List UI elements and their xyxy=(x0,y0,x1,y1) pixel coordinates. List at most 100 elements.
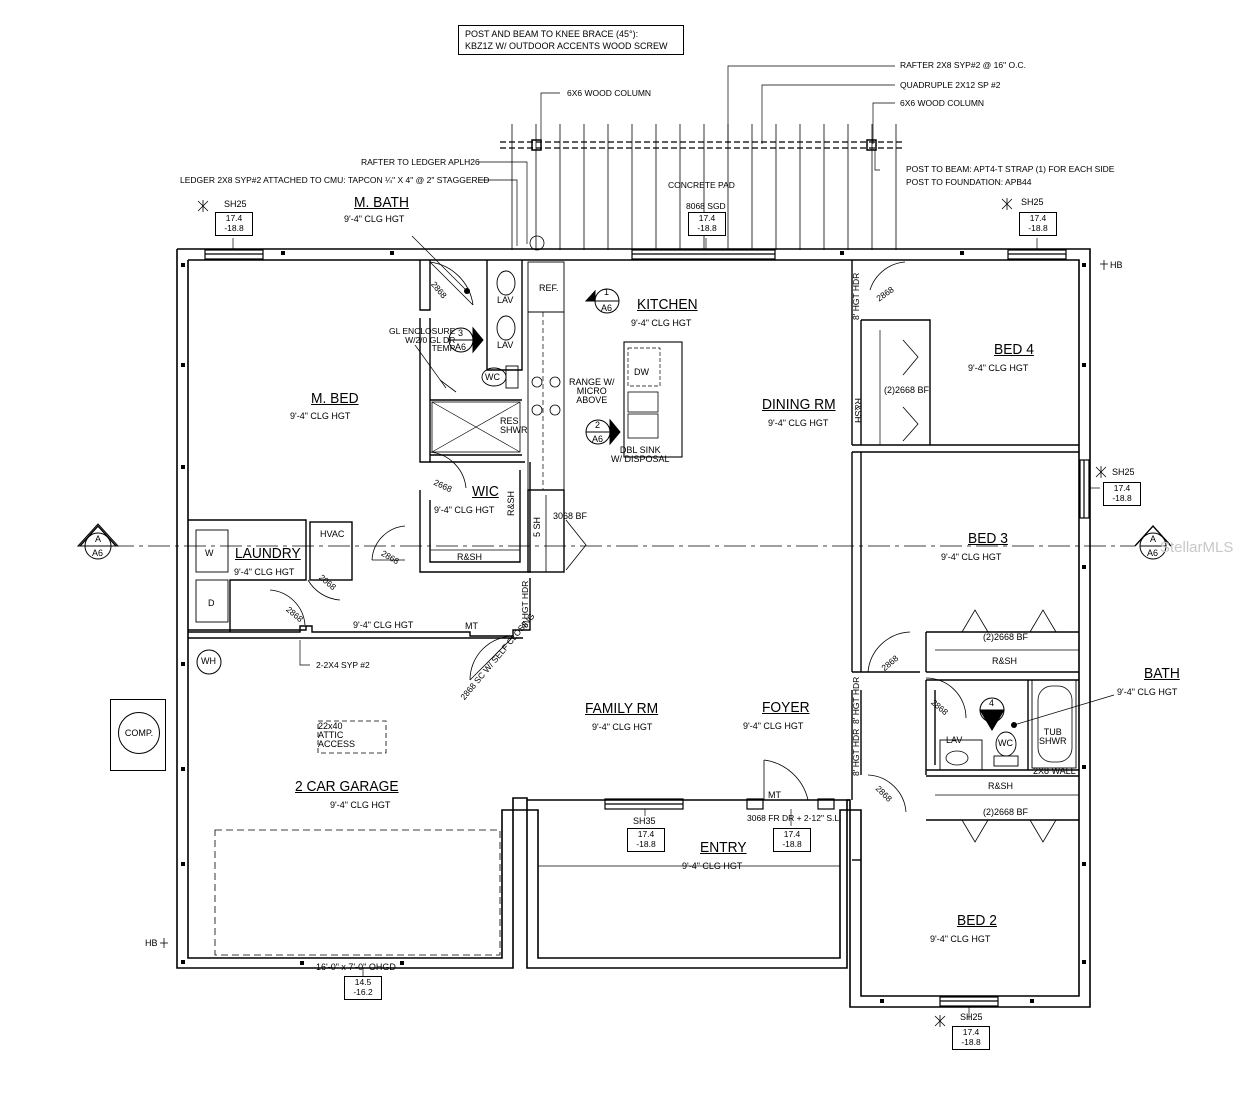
room-mbed-height: 9'-4" CLG HGT xyxy=(290,411,351,421)
stud-note: 2-2X4 SYP #2 xyxy=(316,660,370,670)
rod-shelf-label: R&SH xyxy=(988,781,1014,791)
watermark: StellarMLS xyxy=(1160,539,1234,556)
room-bed4: BED 4 xyxy=(994,341,1034,358)
quadruple-callout: QUADRUPLE 2X12 SP #2 xyxy=(900,80,1001,90)
ledger-callout: LEDGER 2X8 SYP#2 ATTACHED TO CMU: TAPCON… xyxy=(180,175,490,185)
mt-label: MT xyxy=(465,621,478,631)
bifold-label: (2)2668 BF xyxy=(983,632,1029,642)
window-tag: 17.4-18.8 xyxy=(688,212,726,236)
res-shower-line: RES xyxy=(500,416,519,426)
rafter-callout: RAFTER 2X8 SYP#2 @ 16" O.C. xyxy=(900,60,1026,70)
section-marker-num: A xyxy=(95,534,102,544)
window-tag-value: -18.8 xyxy=(782,838,802,849)
section-marker-sheet: A6 xyxy=(92,548,104,558)
section-marker-a-right xyxy=(1134,524,1172,560)
section-marker-3 xyxy=(448,326,484,354)
section-marker-num: 4 xyxy=(989,698,995,708)
room-bed3-height: 9'-4" CLG HGT xyxy=(941,552,1002,562)
wood-column-right xyxy=(866,139,877,151)
range-line: MICRO xyxy=(576,386,607,396)
room-foyer: FOYER xyxy=(762,699,810,716)
compressor-pad: COMP. xyxy=(110,699,166,771)
room-laundry-height: 9'-4" CLG HGT xyxy=(234,567,295,577)
rafter-ledger-callout: RAFTER TO LEDGER APLH26 xyxy=(361,157,480,167)
sgd-label: 8068 SGD xyxy=(686,201,726,211)
room-bed2: BED 2 xyxy=(957,912,997,929)
window-tag: 17.4-18.8 xyxy=(215,212,253,236)
header-label: 8' HGT HDR xyxy=(520,580,530,628)
window-tag-value: 14.5 xyxy=(354,977,372,987)
room-mbath: M. BATH xyxy=(354,194,409,211)
window-tag-value: 17.4 xyxy=(637,829,655,839)
section-marker-sheet: A6 xyxy=(592,434,604,444)
window-tag-value: 17.4 xyxy=(962,1027,980,1037)
window-tag: 17.4-18.8 xyxy=(952,1026,990,1050)
window-tag-value: -18.8 xyxy=(697,222,717,233)
window-tag-value: 17.4 xyxy=(698,213,716,223)
attic-line: 22x40 xyxy=(318,721,343,731)
sink-line: DBL SINK xyxy=(619,445,661,455)
refrigerator-label: REF. xyxy=(539,283,559,293)
window-tag-value: -18.8 xyxy=(224,222,244,233)
window-tag-id: SH25 xyxy=(1112,467,1135,477)
post-beam-note: POST AND BEAM TO KNEE BRACE (45°): KBZ1Z… xyxy=(458,25,684,55)
hose-bib-label: HB xyxy=(1110,260,1123,270)
wc-label: WC xyxy=(998,738,1013,748)
room-dining: DINING RM xyxy=(762,396,836,413)
room-family: FAMILY RM xyxy=(585,700,659,717)
pergola-rafters xyxy=(500,124,905,250)
room-wic-height: 9'-4" CLG HGT xyxy=(434,505,495,515)
window-tag: 17.4-18.8 xyxy=(627,828,665,852)
gl-line: TEMP xyxy=(431,343,456,353)
bifold-label: 3068 BF xyxy=(553,511,588,521)
section-marker-sheet: A6 xyxy=(455,342,467,352)
mt-label: MT xyxy=(768,790,781,800)
dishwasher-label: DW xyxy=(634,367,649,377)
washer-label: W xyxy=(205,548,214,558)
room-bath-height: 9'-4" CLG HGT xyxy=(1117,687,1178,697)
room-foyer-height: 9'-4" CLG HGT xyxy=(743,721,804,731)
room-entry-height: 9'-4" CLG HGT xyxy=(682,861,743,871)
water-heater-label: WH xyxy=(201,656,216,666)
window-tag-id: SH25 xyxy=(960,1012,983,1022)
dryer-label: D xyxy=(208,598,215,608)
room-garage: 2 CAR GARAGE xyxy=(295,778,399,795)
room-entry: ENTRY xyxy=(700,839,747,856)
wc-label: WC xyxy=(485,372,500,382)
window-tag: 17.4-18.8 xyxy=(1103,482,1141,506)
range-line: ABOVE xyxy=(576,395,608,405)
bifold-label: (2)2668 BF xyxy=(983,807,1029,817)
lav-label: LAV xyxy=(946,735,963,745)
window-tag-value: 17.4 xyxy=(1029,213,1047,223)
window-tag-value: -18.8 xyxy=(1112,492,1132,503)
lav-label: LAV xyxy=(497,340,514,350)
section-marker-num: 2 xyxy=(595,420,601,430)
bifold-label: (2)2668 BF xyxy=(884,385,930,395)
section-marker-sheet: A6 xyxy=(986,712,998,722)
post-foundation-callout: POST TO FOUNDATION: APB44 xyxy=(906,177,1032,187)
exterior-walls xyxy=(176,248,1091,1008)
window-tag: 14.5-16.2 xyxy=(344,976,382,1000)
rod-shelf-label: R&SH xyxy=(457,552,483,562)
section-marker-sheet: A6 xyxy=(601,303,613,313)
section-marker-4 xyxy=(979,697,1005,731)
section-marker-num: 3 xyxy=(458,328,464,338)
room-mbed: M. BED xyxy=(311,390,359,407)
room-bath: BATH xyxy=(1144,665,1180,682)
garage-door-label: 16'-0" x 7'-0" OHGD xyxy=(316,962,396,972)
room-bed2-height: 9'-4" CLG HGT xyxy=(930,934,991,944)
window-tag-id: SH25 xyxy=(224,199,247,209)
section-marker-num: 1 xyxy=(604,287,610,297)
shelf-label: 5 SH xyxy=(532,516,542,537)
hose-bib-label: HB xyxy=(145,938,158,948)
front-door-label: 3068 FR DR + 2-12" S.L. xyxy=(747,813,842,823)
compressor-label: COMP. xyxy=(118,712,160,754)
post-beam-note-line2: KBZ1Z W/ OUTDOOR ACCENTS WOOD SCREW xyxy=(465,41,668,52)
hvac-label: HVAC xyxy=(320,529,345,539)
section-marker-1 xyxy=(584,288,620,314)
section-marker-a-left xyxy=(76,523,120,560)
window-tag-id: SH35 xyxy=(633,816,656,826)
